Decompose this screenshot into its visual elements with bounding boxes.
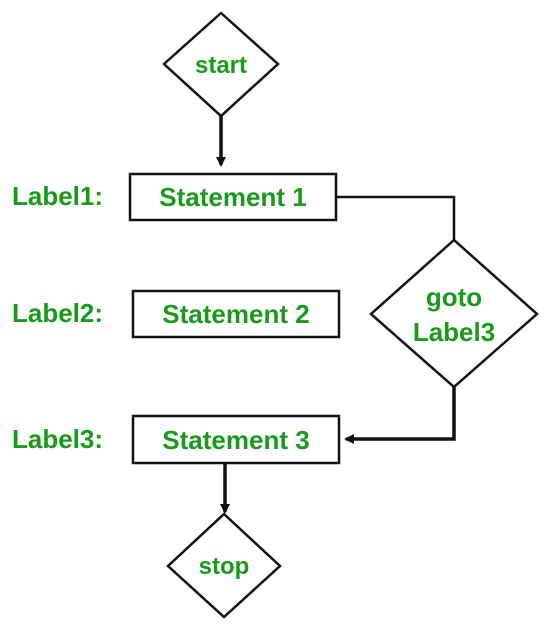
statement1-node: Statement 1 [128, 172, 338, 222]
goto-diamond [369, 238, 539, 389]
stop-diamond [166, 512, 282, 619]
statement2-box [131, 289, 341, 339]
goto-text-line1: goto [426, 282, 482, 312]
connector-statement1-to-goto [336, 195, 456, 240]
goto-decision-node: goto Label3 [369, 238, 539, 389]
statement3-box [131, 414, 341, 465]
label3-text: Label3: [12, 424, 103, 454]
start-node: start [162, 11, 280, 118]
statement1-box [128, 172, 338, 222]
start-text: start [195, 52, 247, 79]
goto-text-line2: Label3 [413, 317, 495, 347]
start-diamond [162, 11, 280, 118]
statement1-text: Statement 1 [159, 182, 306, 212]
label2-text: Label2: [12, 298, 103, 328]
statement3-text: Statement 3 [162, 425, 309, 455]
connector-goto-to-statement3 [344, 387, 456, 444]
statement2-node: Statement 2 [131, 289, 341, 339]
statement3-node: Statement 3 [131, 414, 341, 465]
label1-text: Label1: [12, 181, 103, 211]
statement2-text: Statement 2 [162, 299, 309, 329]
stop-node: stop [166, 512, 282, 619]
stop-text: stop [199, 553, 250, 580]
